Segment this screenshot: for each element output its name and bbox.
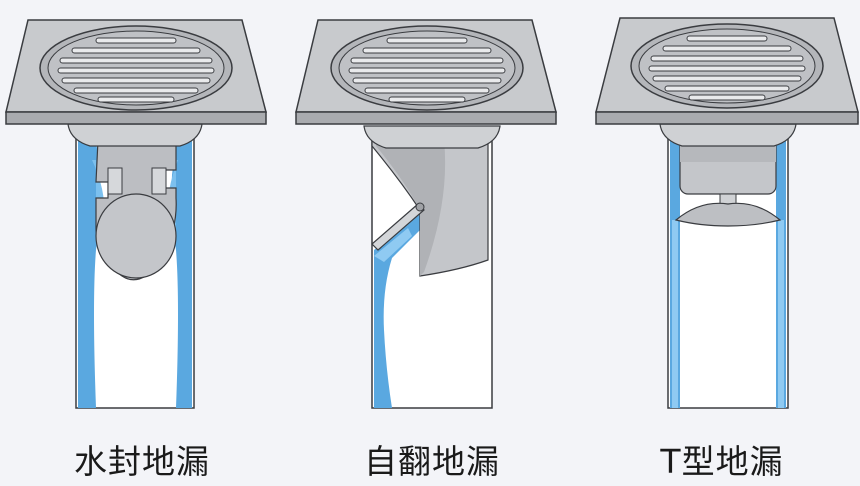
water-seal-grate	[5, 19, 267, 125]
self-flip-collar	[363, 125, 501, 149]
water-seal-core	[95, 139, 177, 281]
t-type-collar	[659, 123, 797, 147]
water-seal-collar	[67, 123, 203, 147]
t-type-core	[674, 137, 782, 227]
self-flip-caption: 自翻地漏	[364, 442, 500, 481]
t-type-caption: T型地漏	[660, 442, 784, 481]
self-flip-grate	[295, 19, 557, 125]
t-type-grate	[595, 17, 859, 125]
water-seal-caption: 水封地漏	[74, 442, 210, 481]
water-seal-drain-illustration	[5, 17, 859, 409]
self-flip-core	[371, 137, 489, 277]
